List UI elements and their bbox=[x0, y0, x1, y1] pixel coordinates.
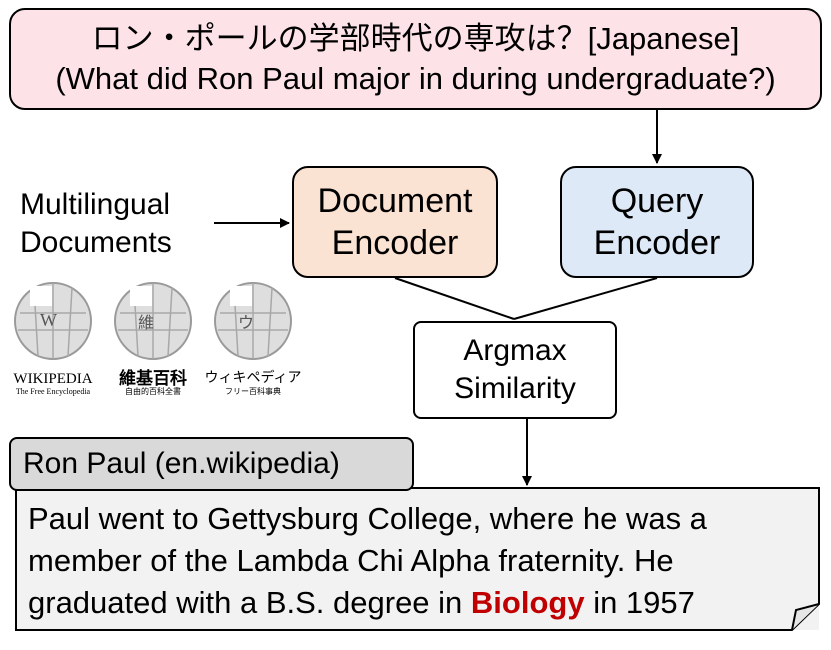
result-passage: Paul went to Gettysburg College, where h… bbox=[16, 488, 819, 630]
svg-text:W: W bbox=[40, 310, 57, 330]
line-doc-encoder-to-argmax bbox=[394, 277, 515, 320]
svg-text:ウ: ウ bbox=[238, 313, 254, 332]
query-text-english: (What did Ron Paul major in during under… bbox=[55, 61, 776, 96]
wikipedia-globe-icon: 維 bbox=[114, 282, 192, 360]
result-title-tab: Ron Paul (en.wikipedia) bbox=[9, 437, 414, 491]
svg-text:維: 維 bbox=[138, 313, 154, 332]
argmax-similarity-box: Argmax Similarity bbox=[413, 321, 617, 419]
wikipedia-english-logo: W WIKIPEDIA The Free Encyclopedia bbox=[4, 278, 102, 397]
wikipedia-globe-icon: W bbox=[14, 282, 92, 360]
line-query-encoder-to-argmax bbox=[513, 277, 658, 320]
wikipedia-globe-icon: ウ bbox=[214, 282, 292, 360]
answer-highlight: Biology bbox=[470, 585, 585, 620]
passage-line-3: graduated with a B.S. degree in Biology … bbox=[28, 585, 695, 620]
query-text-japanese: ロン・ポールの学部時代の専攻は？[Japanese] bbox=[91, 21, 740, 56]
document-encoder-box: Document Encoder bbox=[292, 166, 498, 278]
query-encoder-box: Query Encoder bbox=[560, 166, 754, 278]
wikipedia-japanese-logo: ウ ウィキペディア フリー百科事典 bbox=[204, 278, 302, 397]
passage-line-1: Paul went to Gettysburg College, where h… bbox=[28, 501, 707, 536]
multilingual-documents-label: Multilingual Documents bbox=[20, 188, 172, 259]
query-box: ロン・ポールの学部時代の専攻は？[Japanese] (What did Ron… bbox=[9, 8, 822, 110]
wikipedia-chinese-logo: 維 維基百科 自由的百科全書 bbox=[104, 278, 202, 397]
passage-line-2: member of the Lambda Chi Alpha fraternit… bbox=[28, 543, 674, 578]
